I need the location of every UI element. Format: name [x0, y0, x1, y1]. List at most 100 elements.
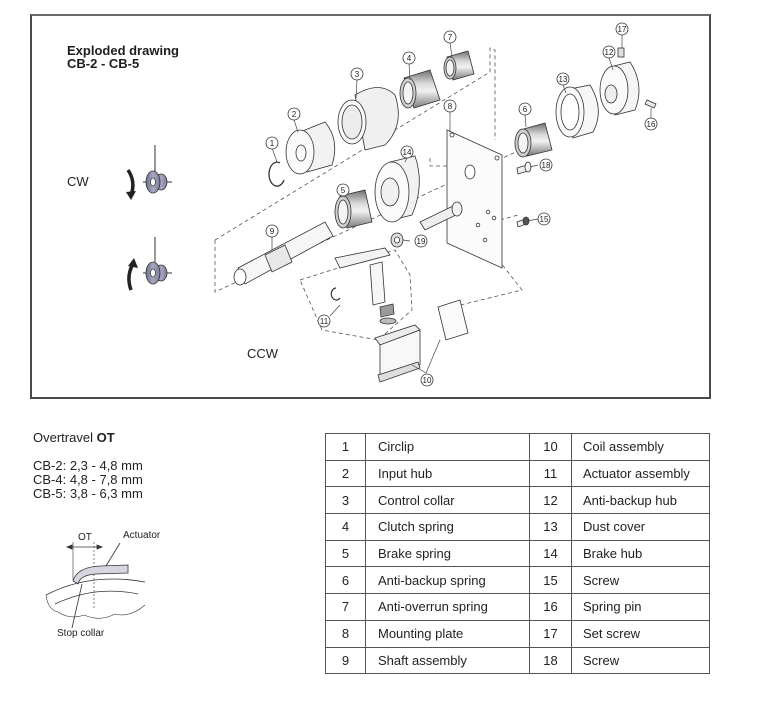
part-bushing-19: [390, 232, 404, 248]
callout-circle: [265, 224, 279, 238]
callout-number: 2: [292, 110, 297, 119]
part-number: 17: [529, 619, 572, 648]
direction-label-cw: CW: [67, 174, 89, 189]
callout-number: 16: [647, 120, 656, 129]
part-set-screw: [617, 47, 625, 58]
part-name: Set screw: [571, 619, 710, 648]
drawing-title: Exploded drawing CB-2 - CB-5: [67, 44, 179, 70]
callout-11: 11: [317, 314, 331, 328]
part-brake-hub: [374, 155, 420, 223]
part-number: 15: [529, 566, 572, 595]
part-circlip: [268, 161, 285, 187]
callout-circle: [644, 117, 658, 131]
part-number: 1: [325, 433, 366, 461]
part-name: Actuator assembly: [571, 459, 710, 488]
overtravel-title: Overtravel OT: [33, 431, 143, 445]
part-number: 14: [529, 539, 572, 568]
callout-circle: [556, 72, 570, 86]
cw-rotation-icon: [126, 145, 172, 200]
part-screw-15: [516, 216, 530, 228]
callout-circle: [287, 107, 301, 121]
part-name: Anti-backup spring: [365, 566, 530, 595]
ccw-rotation-icon: [127, 237, 172, 291]
callout-7: 7: [443, 30, 457, 44]
part-name: Screw: [571, 646, 710, 675]
callout-1: 1: [265, 136, 279, 150]
drawing-title-line2: CB-2 - CB-5: [67, 56, 140, 71]
part-name: Screw: [571, 566, 710, 595]
part-control-collar: [337, 87, 399, 151]
exploded-drawing-frame: [30, 14, 711, 399]
callout-number: 7: [448, 33, 453, 42]
overtravel-value-cb4: CB-4: 4,8 - 7,8 mm: [33, 472, 143, 487]
callout-number: 6: [523, 105, 528, 114]
callout-circle: [615, 22, 629, 36]
callout-16: 16: [644, 117, 658, 131]
callout-circle: [400, 145, 414, 159]
part-actuator-assembly: [330, 247, 397, 325]
callout-number: 1: [270, 139, 275, 148]
part-name: Spring pin: [571, 593, 710, 621]
part-spring-pin: [644, 99, 657, 109]
callout-3: 3: [350, 67, 364, 81]
callout-number: 3: [355, 70, 360, 79]
overtravel-title-bold: OT: [96, 430, 115, 445]
part-number: 12: [529, 486, 572, 515]
callout-number: 5: [341, 186, 346, 195]
callout-number: 14: [403, 148, 412, 157]
drawing-title-line1: Exploded drawing: [67, 43, 179, 58]
part-name: Anti-backup hub: [571, 486, 710, 515]
part-name: Control collar: [365, 486, 530, 515]
callout-number: 13: [559, 75, 568, 84]
callout-circle: [350, 67, 364, 81]
callout-15: 15: [537, 212, 551, 226]
overtravel-value-cb2: CB-2: 2,3 - 4,8 mm: [33, 458, 143, 473]
part-number: 10: [529, 433, 572, 461]
part-number: 18: [529, 646, 572, 675]
callout-number: 19: [417, 237, 426, 246]
part-shaft-assembly: [233, 221, 334, 286]
callout-circle: [539, 158, 553, 172]
overtravel-section: Overtravel OT CB-2: 2,3 - 4,8 mm CB-4: 4…: [33, 431, 143, 501]
callout-number: 4: [407, 54, 412, 63]
part-clutch-spring: [399, 69, 441, 109]
part-number: 5: [325, 539, 366, 568]
callout-number: 9: [270, 227, 275, 236]
callout-13: 13: [556, 72, 570, 86]
part-number: 13: [529, 513, 572, 541]
callout-4: 4: [402, 51, 416, 65]
part-number: 3: [325, 486, 366, 515]
callout-14: 14: [400, 145, 414, 159]
callout-18: 18: [539, 158, 553, 172]
callout-circle: [602, 45, 616, 59]
callout-number: 12: [605, 48, 614, 57]
callout-circle: [443, 30, 457, 44]
callout-number: 15: [540, 215, 549, 224]
callout-circle: [537, 212, 551, 226]
callout-6: 6: [518, 102, 532, 116]
overtravel-values: CB-2: 2,3 - 4,8 mm CB-4: 4,8 - 7,8 mm CB…: [33, 459, 143, 501]
part-name: Brake hub: [571, 539, 710, 568]
callout-circle: [265, 136, 279, 150]
callout-17: 17: [615, 22, 629, 36]
part-name: Circlip: [365, 433, 530, 461]
part-number: 6: [325, 566, 366, 595]
part-screw-18: [516, 161, 532, 175]
callout-5: 5: [336, 183, 350, 197]
callout-19: 19: [414, 234, 428, 248]
direction-label-ccw: CCW: [247, 346, 279, 361]
ot-dimension-label: OT: [78, 532, 92, 543]
callout-2: 2: [287, 107, 301, 121]
callout-number: 11: [320, 317, 329, 326]
callout-number: 18: [542, 161, 551, 170]
